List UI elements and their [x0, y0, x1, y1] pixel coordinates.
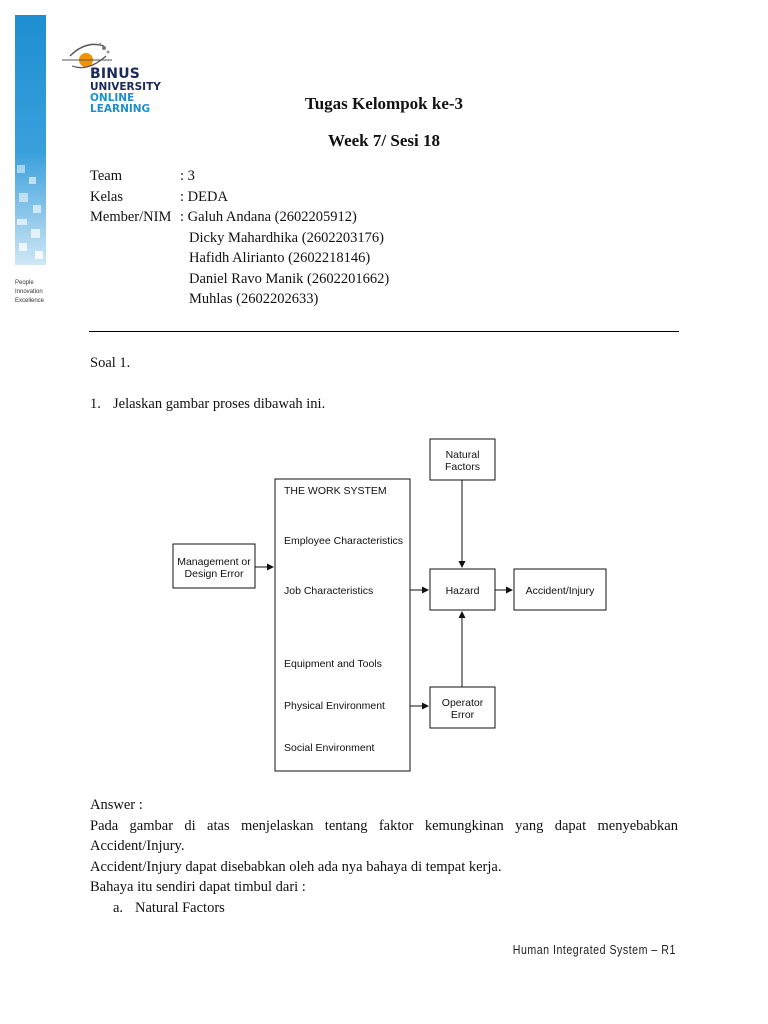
- meta-kelas: Kelas : DEDA: [90, 187, 228, 208]
- work-system-box: [274, 478, 411, 772]
- meta-team: Team : 3: [90, 166, 195, 187]
- meta-member: Member/NIM: Galuh Andana (2602205912): [90, 207, 357, 228]
- meta-value: :: [180, 209, 188, 225]
- tagline-line: Innovation: [15, 289, 43, 295]
- work-system-item: Physical Environment: [284, 700, 385, 712]
- logo-line: LEARNING: [90, 103, 151, 115]
- tagline-line: People: [15, 280, 34, 286]
- operator-error-label: Error: [451, 709, 475, 721]
- logo-wordmark: BINUS UNIVERSITY ONLINE LEARNING: [90, 67, 161, 115]
- hazard-label: Hazard: [446, 585, 480, 597]
- page-footer: Human Integrated System – R1: [512, 943, 676, 957]
- management-error-label: Management or: [177, 556, 251, 568]
- answer-paragraph: Pada gambar di atas menjelaskan tentang …: [90, 817, 678, 855]
- natural-factors-label: Factors: [445, 461, 480, 473]
- work-system-title: THE WORK SYSTEM: [284, 485, 387, 497]
- document-subtitle: Week 7/ Sesi 18: [328, 131, 440, 150]
- logo-line: ONLINE: [90, 92, 135, 104]
- soal-heading: Soal 1.: [90, 355, 131, 371]
- management-error-label: Design Error: [185, 568, 244, 580]
- process-diagram: Natural Factors Management or Design Err…: [172, 438, 607, 772]
- work-system-item: Social Environment: [284, 742, 375, 754]
- member-entry: Galuh Andana (2602205912): [187, 209, 357, 225]
- natural-factors-label: Natural: [446, 449, 480, 461]
- work-system-item: Equipment and Tools: [284, 658, 382, 670]
- question-text: Jelaskan gambar proses dibawah ini.: [113, 396, 326, 412]
- operator-error-label: Operator: [442, 697, 484, 709]
- meta-label: Team: [90, 168, 122, 184]
- answer-label: Answer :: [90, 797, 143, 813]
- tagline: People Innovation Excellence: [15, 279, 44, 306]
- member-entry: Daniel Ravo Manik (2602201662): [189, 270, 390, 287]
- meta-label: Member/NIM: [90, 209, 172, 225]
- meta-value: : 3: [180, 168, 195, 184]
- document-title: Tugas Kelompok ke-3: [304, 94, 464, 113]
- member-entry: Dicky Mahardhika (2602203176): [189, 229, 384, 246]
- meta-label: Kelas: [90, 188, 124, 205]
- answer-paragraph: Bahaya itu sendiri dapat timbul dari :: [90, 879, 306, 895]
- question-number: 1.: [90, 396, 101, 412]
- accident-box: [513, 568, 607, 611]
- work-system-item: Employee Characteristics: [284, 535, 403, 547]
- member-entry: Muhlas (2602202633): [189, 291, 319, 307]
- logo-line: UNIVERSITY: [90, 81, 161, 93]
- answer-paragraph: Accident/Injury dapat disebabkan oleh ad…: [90, 858, 502, 875]
- logo-emblem-icon: [62, 42, 112, 69]
- accident-label: Accident/Injury: [526, 585, 596, 597]
- member-entry: Hafidh Alirianto (2602218146): [189, 250, 371, 266]
- binus-logo: [60, 36, 170, 126]
- list-marker: a.: [113, 899, 124, 916]
- logo-line: BINUS: [90, 66, 141, 82]
- tagline-line: Excellence: [15, 298, 45, 304]
- meta-value: : DEDA: [180, 188, 228, 205]
- sidebar-decoration: [15, 15, 46, 265]
- work-system-item: Job Characteristics: [284, 585, 373, 597]
- list-item: Natural Factors: [135, 899, 225, 916]
- divider: [89, 331, 679, 332]
- management-error-box: [172, 543, 256, 589]
